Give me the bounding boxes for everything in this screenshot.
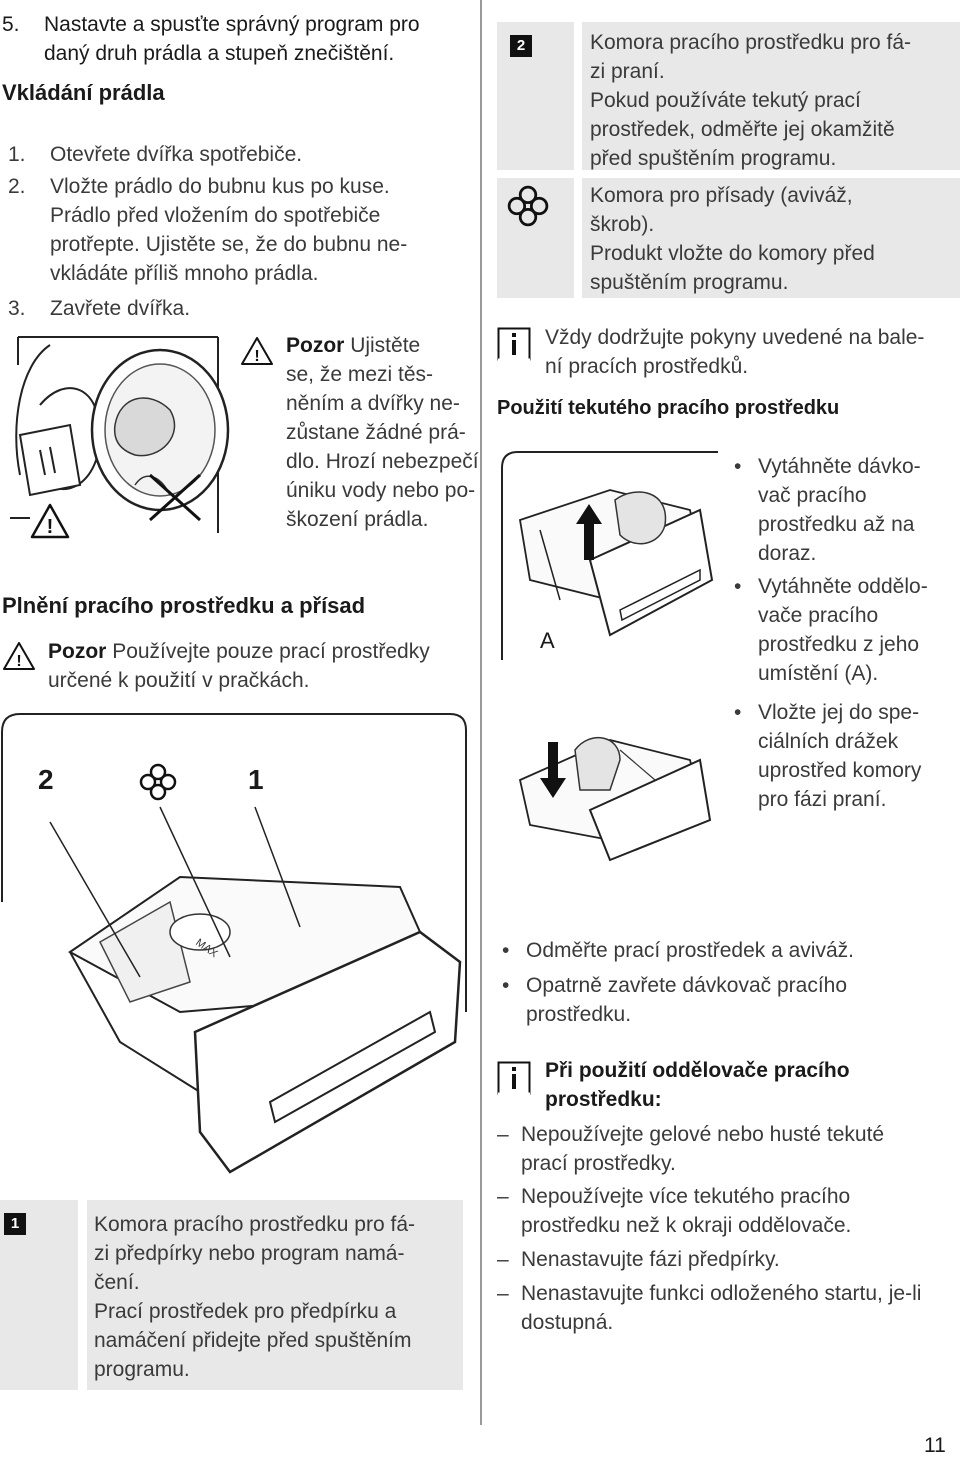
- list-text: uprostřed komory: [758, 759, 922, 782]
- list-text: prostředku z jeho: [758, 633, 920, 656]
- list-text: Vytáhněte dávko-: [758, 455, 921, 478]
- warning-triangle-icon: !: [241, 337, 273, 365]
- list-text: Nenastavujte fázi předpírky.: [521, 1248, 780, 1271]
- caution-text: škození prádla.: [286, 508, 429, 531]
- washing-machine-drawing: [10, 336, 230, 533]
- legend-line: zi praní.: [590, 60, 665, 83]
- legend-line: namáčení přidejte před spuštěním: [94, 1329, 412, 1352]
- flower-icon: [139, 763, 177, 801]
- legend-line: Komora pracího prostředku pro fá-: [590, 31, 911, 54]
- step-text: Vložte prádlo do bubnu kus po kuse.: [50, 175, 390, 198]
- caution-text: zůstane žádné prá-: [286, 421, 466, 444]
- step-text: protřepte. Ujistěte se, že do bubnu ne-: [50, 233, 408, 256]
- svg-text:!: !: [47, 516, 54, 538]
- legend-line: škrob).: [590, 213, 655, 236]
- step-number: 2.: [8, 175, 26, 198]
- section-heading-filling: Plnění pracího prostředku a přísad: [2, 593, 366, 618]
- legend-line: zi předpírky nebo program namá-: [94, 1242, 405, 1265]
- legend-flower-text-cell: [582, 178, 960, 298]
- caution-text: Ujistěte: [350, 334, 421, 357]
- caution-text: se, že mezi těs-: [286, 363, 434, 386]
- list-text: prostředku až na: [758, 513, 915, 536]
- step-text: Nastavte a spusťte správný program pro: [44, 13, 420, 36]
- info-text: Při použití oddělovače pracího: [545, 1059, 850, 1082]
- legend-line: Prací prostředek pro předpírku a: [94, 1300, 397, 1323]
- figure-label-a: A: [540, 628, 555, 653]
- list-text: Opatrně zavřete dávkovač pracího: [526, 974, 848, 997]
- legend-2-badge: 2: [510, 35, 532, 57]
- list-text: umístění (A).: [758, 662, 879, 685]
- step-text: Zavřete dvířka.: [50, 297, 191, 320]
- legend-1-badge: 1: [4, 1213, 26, 1235]
- drawer-drawing: MAX: [1, 713, 467, 1174]
- separator-illustration: A: [500, 450, 720, 870]
- list-text: ciálních drážek: [758, 730, 899, 753]
- legend-line: Komora pro přísady (aviváž,: [590, 184, 853, 207]
- list-text: prostředku než k okraji oddělovače.: [521, 1214, 852, 1237]
- list-text: Nepoužívejte více tekutého pracího: [521, 1185, 851, 1208]
- step-text: Otevřete dvířka spotřebiče.: [50, 143, 303, 166]
- section-heading-liquid: Použití tekutého pracího prostředku: [497, 397, 840, 419]
- arrow-down-icon: [540, 742, 566, 798]
- caution-label: Pozor: [48, 640, 107, 663]
- list-text: Nepoužívejte gelové nebo husté tekuté: [521, 1123, 885, 1146]
- arrow-up-icon: [576, 504, 602, 560]
- legend-line: Komora pracího prostředku pro fá-: [94, 1213, 415, 1236]
- step-number: 5.: [2, 13, 20, 36]
- flower-icon: [507, 185, 549, 227]
- info-text: Vždy dodržujte pokyny uvedené na bale-: [545, 326, 925, 349]
- legend-2-text-cell: [582, 22, 960, 170]
- legend-2-badge-cell: [497, 22, 574, 170]
- caution-text: dlo. Hrozí nebezpečí: [286, 450, 479, 473]
- warning-triangle-icon: !: [3, 642, 35, 670]
- drawer-label-1: 1: [248, 764, 264, 795]
- list-text: Vytáhněte oddělo-: [758, 575, 928, 598]
- caution-text: Používejte pouze prací prostředky: [112, 640, 430, 663]
- section-heading-loading: Vkládání prádla: [2, 80, 165, 105]
- step-text: daný druh prádla a stupeň znečištění.: [44, 42, 395, 65]
- svg-text:!: !: [16, 653, 21, 670]
- list-text: prostředku.: [526, 1003, 632, 1026]
- caution-label: Pozor: [286, 334, 345, 357]
- info-icon: [497, 1061, 531, 1096]
- list-text: doraz.: [758, 542, 817, 565]
- column-divider: [480, 0, 482, 1425]
- detergent-drawer-illustration: MAX 2 1: [0, 712, 470, 1182]
- caution-text: něním a dvířky ne-: [286, 392, 460, 415]
- legend-line: spuštěním programu.: [590, 271, 789, 294]
- washing-machine-illustration: !: [10, 335, 230, 539]
- step-text: Prádlo před vložením do spotřebiče: [50, 204, 381, 227]
- drawer-label-2: 2: [38, 764, 54, 795]
- info-text: prostředku:: [545, 1088, 662, 1111]
- list-text: vače pracího: [758, 604, 879, 627]
- warning-triangle-icon: !: [30, 503, 70, 539]
- legend-1-text-cell: [87, 1200, 463, 1390]
- step-number: 1.: [8, 143, 26, 166]
- legend-line: programu.: [94, 1358, 190, 1381]
- legend-line: Produkt vložte do komory před: [590, 242, 875, 265]
- info-icon: [497, 327, 531, 362]
- separator-drawing: [501, 451, 718, 862]
- list-text: Odměřte prací prostředek a aviváž.: [526, 939, 854, 962]
- step-number: 3.: [8, 297, 26, 320]
- page-number: 11: [924, 1434, 946, 1457]
- info-text: ní pracích prostředků.: [545, 355, 749, 378]
- legend-line: prostředek, odměřte jej okamžitě: [590, 118, 895, 141]
- list-text: dostupná.: [521, 1311, 614, 1334]
- legend-line: čení.: [94, 1271, 140, 1294]
- list-text: pro fázi praní.: [758, 788, 887, 811]
- list-text: Nenastavujte funkci odloženého startu, j…: [521, 1282, 922, 1305]
- step-text: vkládáte příliš mnoho prádla.: [50, 262, 319, 285]
- svg-text:!: !: [254, 348, 259, 365]
- legend-line: před spuštěním programu.: [590, 147, 837, 170]
- caution-text: určené k použití v pračkách.: [48, 669, 310, 692]
- caution-text: úniku vody nebo po-: [286, 479, 476, 502]
- legend-line: Pokud používáte tekutý prací: [590, 89, 861, 112]
- list-text: prací prostředky.: [521, 1152, 676, 1175]
- list-text: vač pracího: [758, 484, 867, 507]
- list-text: Vložte jej do spe-: [758, 701, 920, 724]
